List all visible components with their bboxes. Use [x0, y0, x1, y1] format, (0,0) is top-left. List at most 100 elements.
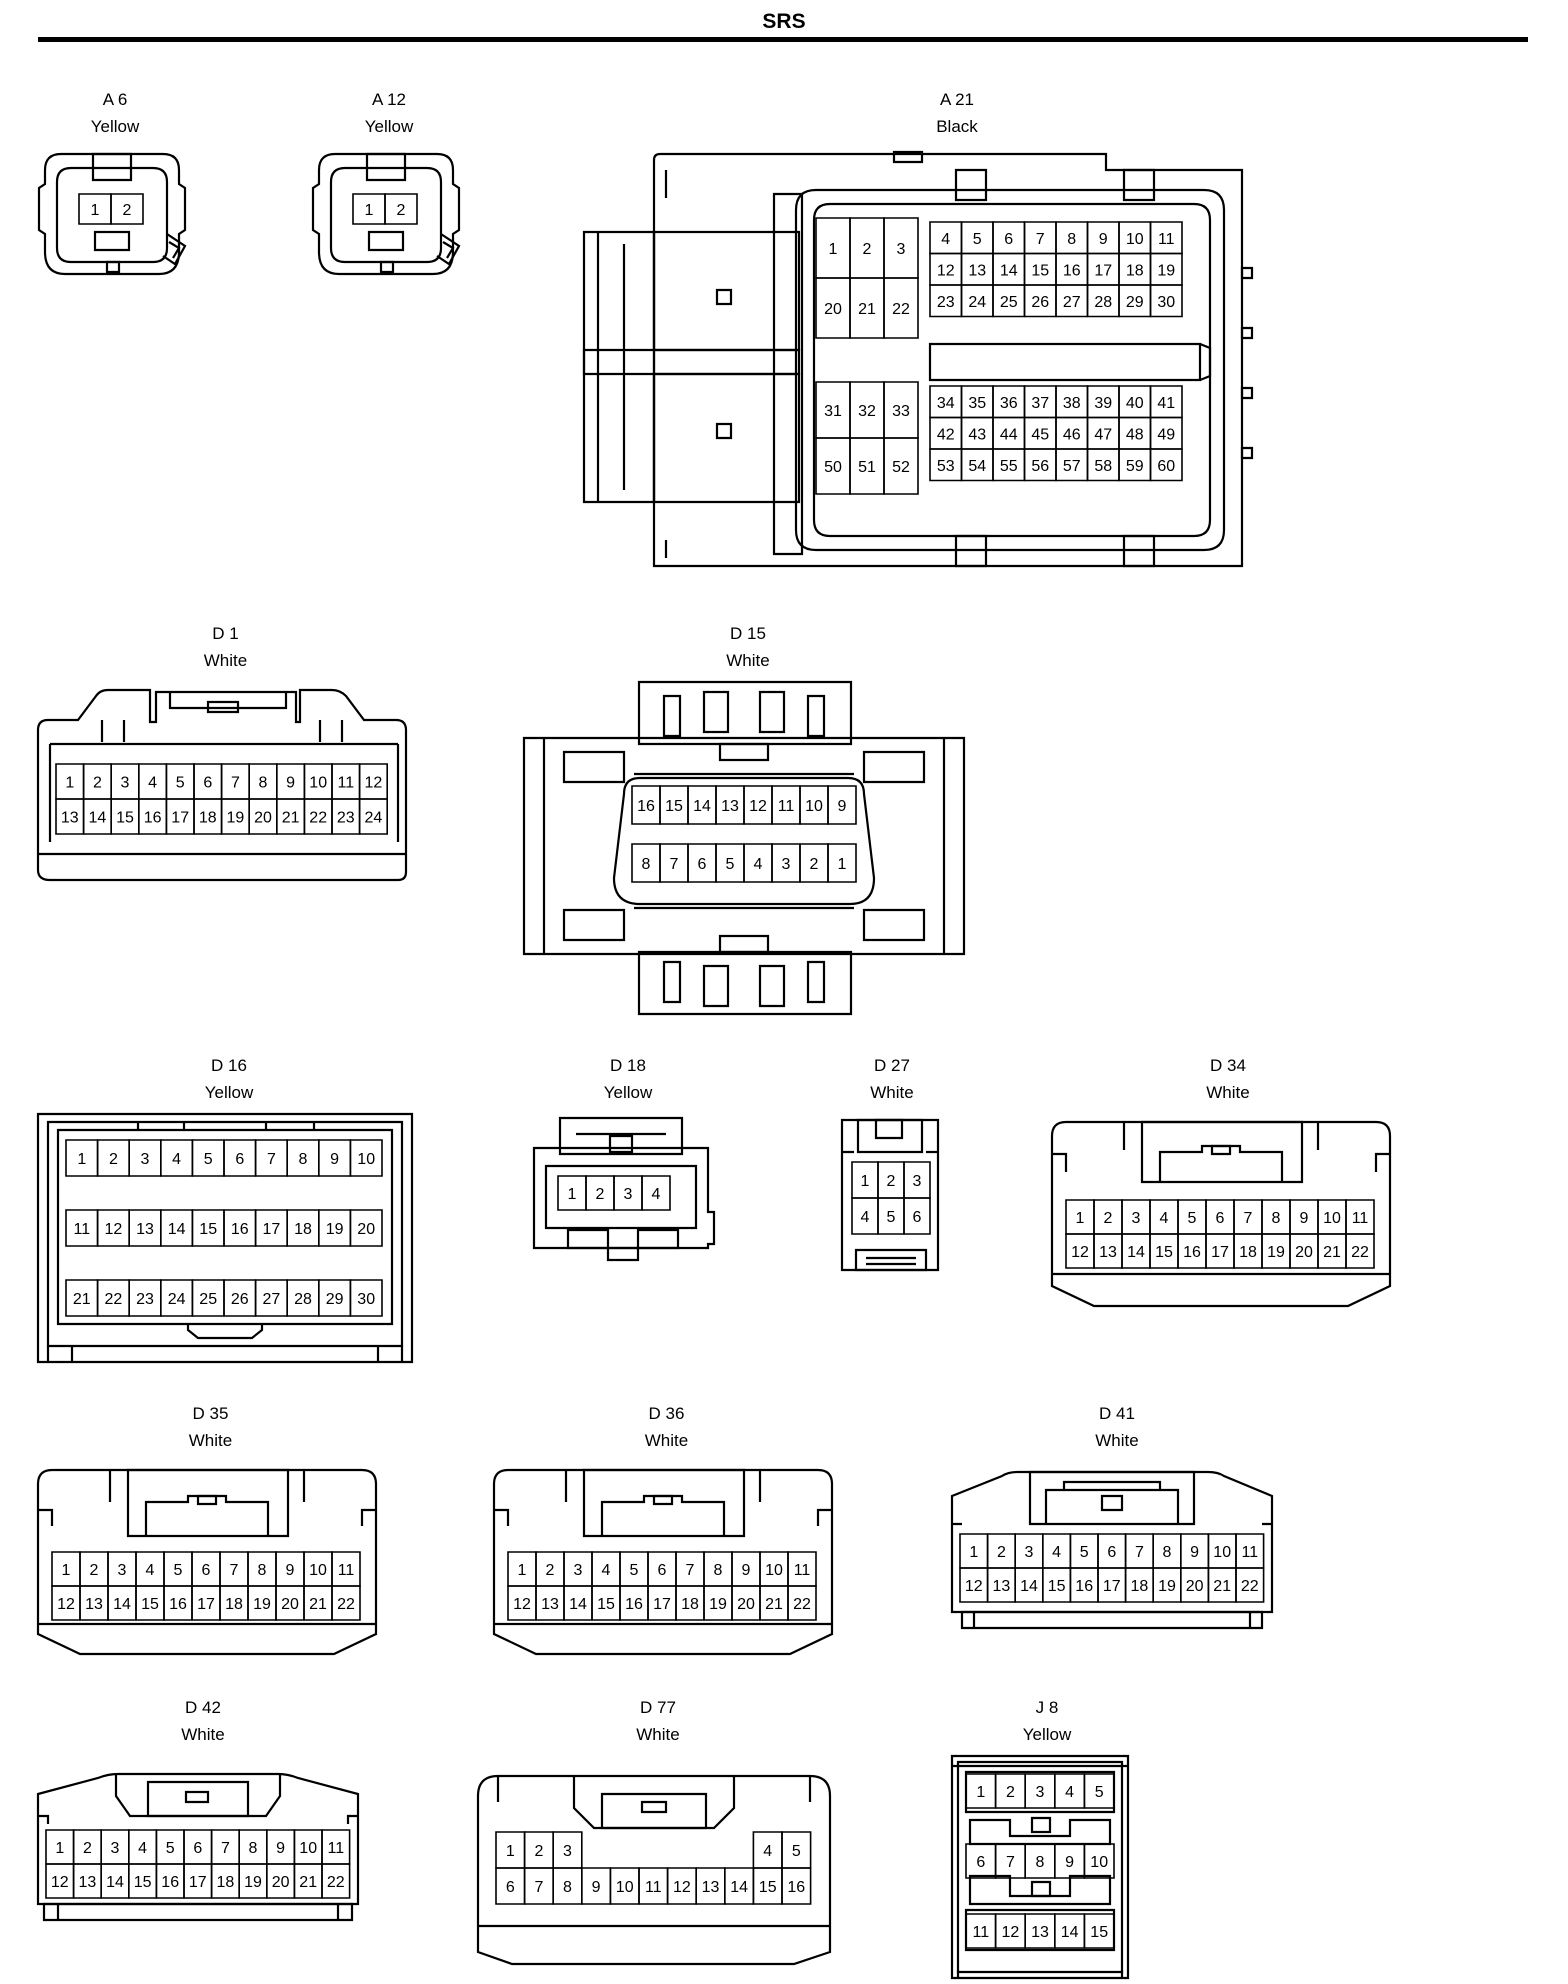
pin-cell: 6 — [688, 844, 716, 882]
pin-number: 31 — [824, 403, 842, 420]
pin-cell: 8 — [249, 764, 277, 799]
pin-number: 24 — [168, 1291, 186, 1308]
pin-cell: 20 — [816, 278, 850, 338]
pin-cell: 18 — [212, 1864, 240, 1898]
pin-number: 59 — [1126, 458, 1144, 475]
pin-number: 19 — [709, 1596, 727, 1613]
pin-cell: 11 — [639, 1868, 668, 1904]
pin-number: 2 — [90, 1562, 99, 1579]
pin-cell: 20 — [276, 1586, 304, 1620]
connector-color: Black — [936, 117, 978, 136]
pin-cell: 37 — [1025, 386, 1057, 418]
pin-number: 1 — [838, 856, 847, 873]
pin-number: 19 — [1267, 1244, 1285, 1261]
pin-cell: 13 — [56, 799, 84, 834]
pin-cell: 5 — [1070, 1534, 1098, 1568]
pin-cell: 9 — [1088, 222, 1120, 254]
pin-number: 12 — [673, 1879, 691, 1896]
pin-number: 22 — [892, 301, 910, 318]
pin-cell: 11 — [322, 1830, 350, 1864]
pin-cell: 17 — [256, 1210, 288, 1246]
pin-cell: 13 — [988, 1568, 1016, 1602]
pin-number: 6 — [1107, 1544, 1116, 1561]
pin-cell: 3 — [111, 764, 139, 799]
pin-box — [332, 1586, 360, 1620]
pin-number: 16 — [169, 1596, 187, 1613]
pin-number: 24 — [365, 810, 383, 827]
pin-cell: 2 — [800, 844, 828, 882]
pin-cell: 5 — [782, 1832, 811, 1868]
pin-cell: 18 — [1126, 1568, 1154, 1602]
pin-cell: 21 — [1318, 1234, 1346, 1268]
pin-cell: 9 — [828, 786, 856, 824]
pin-cell: 9 — [319, 1140, 351, 1176]
pin-cell: 5 — [716, 844, 744, 882]
pin-box — [828, 786, 856, 824]
pin-cell: 6 — [192, 1552, 220, 1586]
pin-cell: 1 — [52, 1552, 80, 1586]
pin-cell: 3 — [904, 1162, 930, 1198]
pin-cell: 11 — [332, 764, 360, 799]
pin-cell: 16 — [1056, 254, 1088, 286]
title-rule — [38, 37, 1528, 42]
pin-cell: 12 — [960, 1568, 988, 1602]
pin-number: 6 — [976, 1854, 985, 1871]
pin-cell: 15 — [1043, 1568, 1071, 1602]
pin-box — [1084, 1914, 1114, 1948]
pin-cell: 14 — [564, 1586, 592, 1620]
pin-number: 11 — [778, 798, 795, 815]
pin-cell: 1 — [508, 1552, 536, 1586]
pin-number: 10 — [309, 1562, 327, 1579]
pin-cell: 10 — [304, 764, 332, 799]
pin-cell: 11 — [1236, 1534, 1264, 1568]
pin-number: 44 — [1000, 426, 1018, 443]
pin-number: 15 — [1155, 1244, 1173, 1261]
pin-cell: 7 — [220, 1552, 248, 1586]
pin-number: 7 — [1006, 1854, 1015, 1871]
pin-number: 18 — [681, 1596, 699, 1613]
pin-box — [884, 278, 918, 338]
pin-cell: 16 — [1070, 1568, 1098, 1602]
pin-number: 3 — [121, 775, 130, 792]
pin-number: 21 — [1323, 1244, 1341, 1261]
pin-box — [1236, 1568, 1264, 1602]
pin-cell: 9 — [1181, 1534, 1209, 1568]
pin-number: 14 — [1061, 1924, 1079, 1941]
pin-cell: 52 — [884, 438, 918, 494]
pin-number: 9 — [1300, 1210, 1309, 1227]
pin-cell: 14 — [101, 1864, 129, 1898]
pin-cell: 14 — [1122, 1234, 1150, 1268]
pin-cell: 2 — [988, 1534, 1016, 1568]
pin-number: 3 — [118, 1562, 127, 1579]
pin-number: 4 — [148, 775, 157, 792]
pin-box — [111, 194, 143, 224]
pin-cell: 30 — [350, 1280, 382, 1316]
pin-cell: 12 — [668, 1868, 697, 1904]
pin-number: 20 — [824, 301, 842, 318]
pin-number: 38 — [1063, 395, 1081, 412]
pin-number: 1 — [518, 1562, 527, 1579]
pin-cell: 3 — [101, 1830, 129, 1864]
pin-box — [322, 1864, 350, 1898]
pin-number: 6 — [1216, 1210, 1225, 1227]
pin-number: 10 — [616, 1879, 634, 1896]
pin-number: 4 — [763, 1843, 772, 1860]
pin-box — [350, 1280, 382, 1316]
pin-number: 16 — [637, 798, 655, 815]
pin-cell: 12 — [744, 786, 772, 824]
pin-cell: 4 — [753, 1832, 782, 1868]
pin-number: 16 — [1183, 1244, 1201, 1261]
pin-cell: 4 — [1043, 1534, 1071, 1568]
pin-number: 16 — [1075, 1578, 1093, 1595]
pin-cell: 1 — [56, 764, 84, 799]
pin-number: 7 — [267, 1151, 276, 1168]
